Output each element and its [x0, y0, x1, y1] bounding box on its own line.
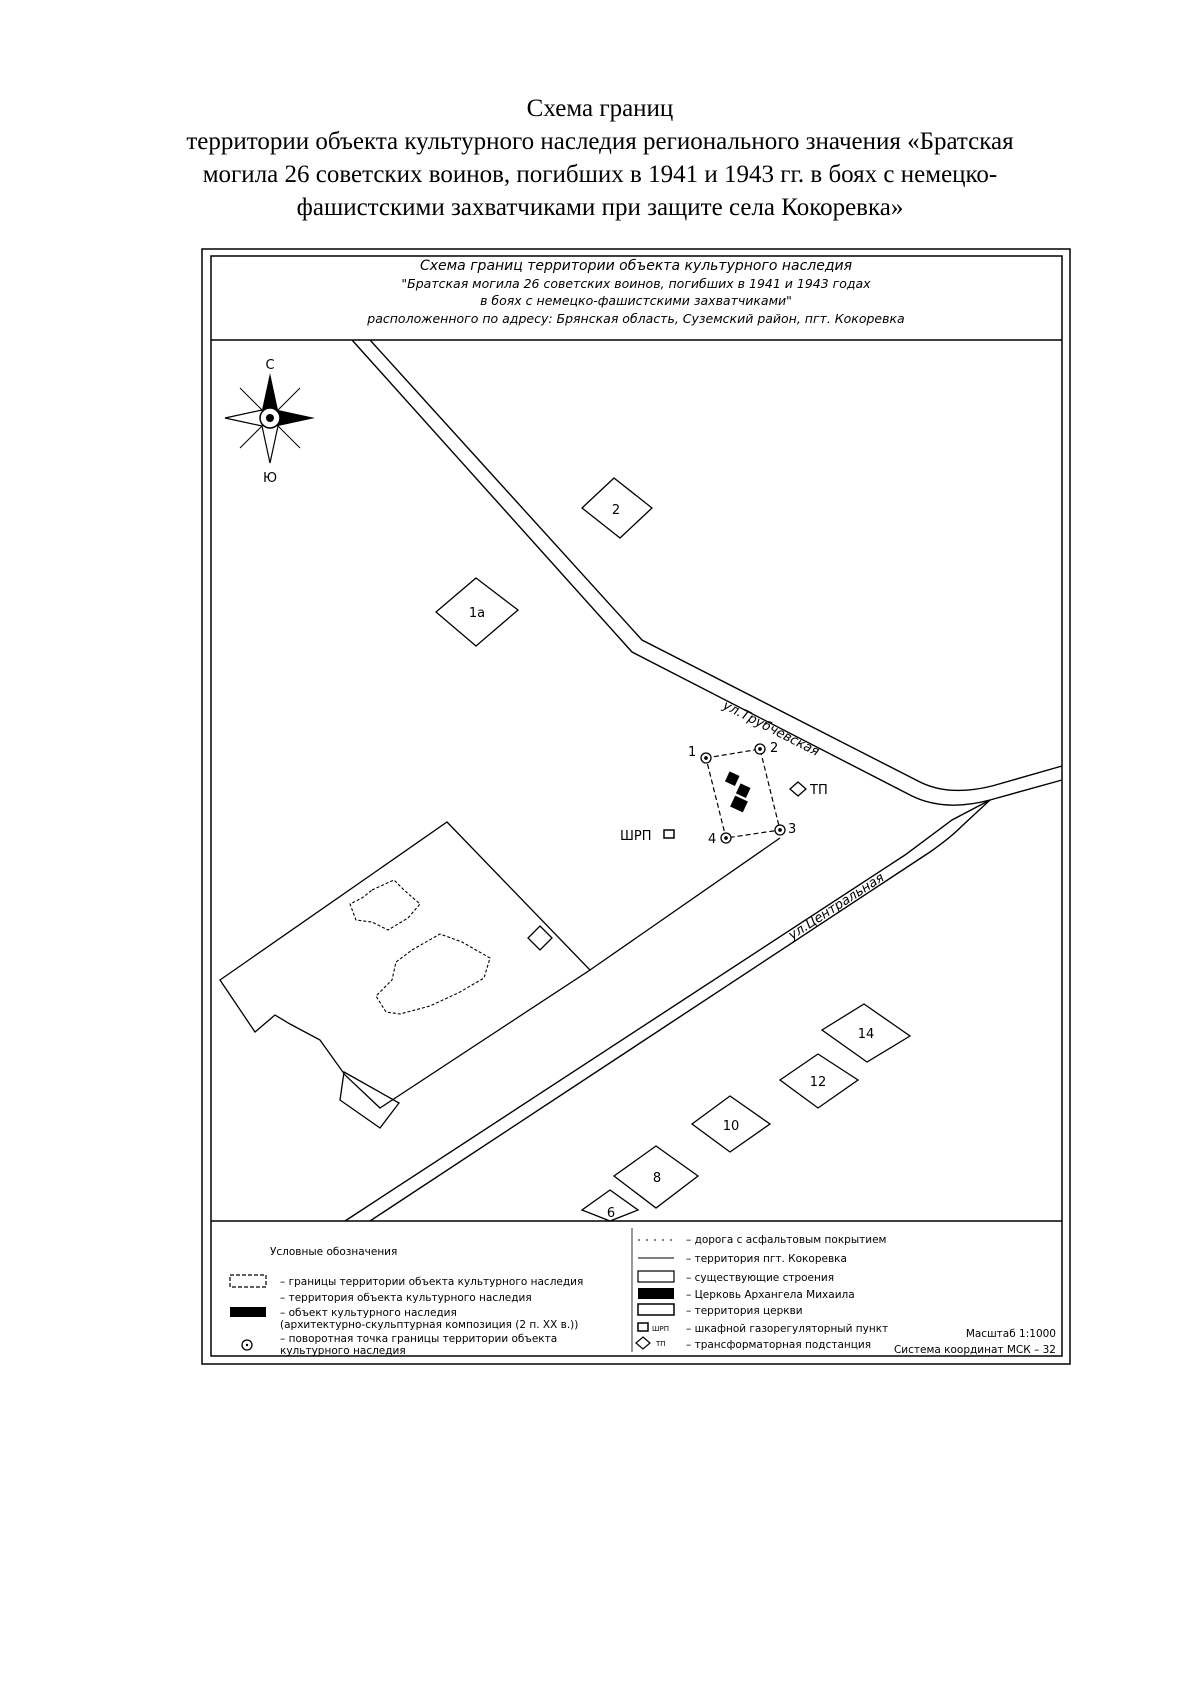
- compass-rose: С Ю: [224, 358, 315, 486]
- building-12: [778, 1053, 860, 1109]
- legend-symbol-label: ТП: [655, 1340, 666, 1348]
- building-label-12: 12: [810, 1075, 827, 1090]
- road-trubchevskaya-edge: [351, 339, 1063, 806]
- boundary-point-label-4: 4: [708, 832, 716, 847]
- compass-south-label: Ю: [263, 471, 277, 486]
- church-outbuilding: [339, 1070, 400, 1129]
- shrp-label: ШРП: [620, 829, 652, 844]
- legend-item: – территория пгт. Кокоревка: [686, 1253, 847, 1265]
- road-centralnaya-edge: [369, 799, 991, 1222]
- building-10: [690, 1095, 772, 1153]
- building-8: [612, 1145, 700, 1209]
- title-line: Схема границ: [526, 95, 674, 122]
- legend-symbol-monument: [230, 1307, 266, 1317]
- gas-cabinet-icon: [663, 829, 675, 839]
- legend-item: культурного наследия: [280, 1345, 406, 1357]
- church-territory: [219, 821, 592, 1129]
- drawing-header-line: Схема границ территории объекта культурн…: [420, 258, 852, 274]
- legend: Условные обозначения – границы территори…: [229, 1228, 1056, 1357]
- roads: [344, 339, 1063, 1222]
- road-trubchevskaya-edge: [369, 339, 1063, 792]
- drawing-header: Схема границ территории объекта культурн…: [366, 258, 904, 326]
- boundary-point-labels: 1 2 3 4: [688, 741, 796, 847]
- legend-item: – поворотная точка границы территории об…: [280, 1333, 557, 1345]
- scale-label: Масштаб 1:1000: [966, 1328, 1056, 1340]
- church-outbuilding: [527, 925, 553, 951]
- boundary-point-marker: [700, 743, 786, 844]
- diamond-icon: [635, 1336, 651, 1350]
- street-label-centralnaya: ул.Центральная: [785, 870, 887, 944]
- boundary-point-label-1: 1: [688, 745, 696, 760]
- road-centralnaya-edge: [344, 799, 991, 1222]
- building-1a: [434, 577, 520, 647]
- legend-item: – объект культурного наследия: [280, 1307, 457, 1319]
- building-labels: 2 1а 14 12 10 8 6: [469, 503, 874, 1221]
- buildings: [434, 477, 912, 1222]
- building-label-10: 10: [723, 1119, 740, 1134]
- building-label-8: 8: [653, 1171, 661, 1186]
- legend-symbol-church-territory: [637, 1303, 675, 1316]
- building-14: [820, 1003, 912, 1063]
- title-line: фашистскими захватчиками при защите села…: [296, 194, 904, 221]
- building-2: [581, 477, 653, 539]
- building-6: [580, 1189, 640, 1222]
- legend-symbol-boundary: [229, 1274, 267, 1288]
- building-label-14: 14: [858, 1027, 875, 1042]
- building-label-6: 6: [607, 1206, 615, 1221]
- church-arkhangela-mikhaila: [349, 879, 491, 1015]
- compass-north-label: С: [265, 358, 274, 373]
- legend-symbol-buildings: [637, 1270, 675, 1283]
- legend-item: – территория объекта культурного наследи…: [280, 1292, 532, 1304]
- memorial-territory: 1 2 3 4: [589, 741, 796, 971]
- gas-cabinet-icon: [637, 1322, 649, 1332]
- legend-symbol-point: [241, 1339, 253, 1351]
- title-line: территории объекта культурного наследия …: [186, 128, 1014, 155]
- drawing-header-line: в боях с немецко-фашистскими захватчикам…: [480, 293, 792, 308]
- legend-item: (архитектурно-скульптурная композиция (2…: [280, 1319, 578, 1331]
- boundary-point-label-3: 3: [788, 822, 796, 837]
- legend-item: – шкафной газорегуляторный пункт: [686, 1323, 888, 1335]
- drawing-header-line: "Братская могила 26 советских воинов, по…: [401, 276, 871, 291]
- legend-title: Условные обозначения: [270, 1246, 397, 1258]
- memorial-monument: [724, 771, 751, 813]
- gas-regulator-point: ШРП: [620, 829, 675, 844]
- title-line: могила 26 советских воинов, погибших в 1…: [202, 161, 998, 188]
- coordinate-system-label: Система координат МСК – 32: [894, 1344, 1056, 1356]
- legend-item: – трансформаторная подстанция: [686, 1339, 871, 1351]
- legend-symbol-church: [638, 1288, 674, 1299]
- legend-item: – Церковь Архангела Михаила: [686, 1289, 855, 1301]
- legend-item: – границы территории объекта культурного…: [280, 1276, 583, 1288]
- drawing-frame: [201, 248, 1071, 1365]
- memorial-access-line: [589, 837, 781, 971]
- diamond-icon: [789, 781, 807, 797]
- building-label-2: 2: [612, 503, 620, 518]
- legend-item: – территория церкви: [686, 1305, 803, 1317]
- legend-item: – дорога с асфальтовым покрытием: [686, 1234, 886, 1246]
- building-label-1a: 1а: [469, 606, 485, 621]
- boundary-point-label-2: 2: [770, 741, 778, 756]
- transformer-substation: ТП: [789, 781, 828, 798]
- tp-label: ТП: [809, 783, 828, 798]
- drawing-header-line: расположенного по адресу: Брянская облас…: [366, 311, 904, 326]
- legend-symbol-label: ШРП: [652, 1325, 669, 1333]
- page-title: Схема границ территории объекта культурн…: [0, 92, 1200, 224]
- legend-item: – существующие строения: [686, 1272, 834, 1284]
